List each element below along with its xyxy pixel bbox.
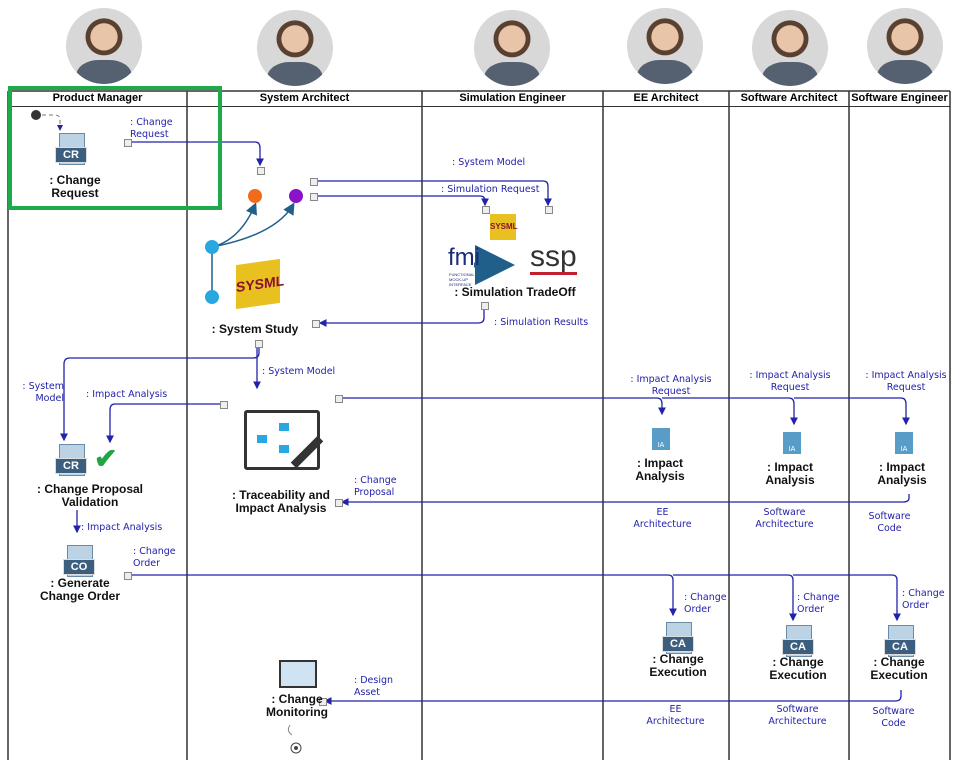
pin	[481, 302, 489, 310]
pin	[482, 206, 490, 214]
flow-label-ia-request-se: : Impact Analysis Request	[865, 370, 947, 393]
activity-impact-analysis-ee[interactable]: : Impact Analysis	[635, 456, 685, 483]
activity-change-execution-sw-arch[interactable]: : Change Execution	[769, 655, 827, 682]
lane-header-software-engineer: Software Engineer	[849, 91, 950, 107]
checkmark-icon: ✔	[94, 443, 118, 474]
highlight-frame	[8, 86, 222, 210]
sysml-logo-icon: SYSML	[236, 258, 284, 310]
impact-analysis-icon: IA	[895, 432, 913, 454]
flow-label-software-code: Software Code	[868, 511, 911, 534]
activity-generate-change-order[interactable]: : Generate Change Order	[39, 576, 120, 603]
initial-node	[31, 110, 41, 120]
flow-label-change-order-ee: : Change Order	[684, 592, 727, 615]
activity-simulation-tradeoff[interactable]: : Simulation TradeOff	[454, 285, 576, 299]
flow-label-ee-architecture-2: EE Architecture	[646, 704, 705, 727]
pin	[312, 320, 320, 328]
lane-header-product-manager: Product Manager	[8, 91, 187, 107]
avatar-simulation-engineer	[474, 10, 550, 86]
pin	[124, 139, 132, 147]
pin	[319, 698, 327, 706]
flow-label-system-model-pm: : System Model	[22, 381, 64, 404]
pin	[257, 167, 265, 175]
flow-label-software-architecture: Software Architecture	[755, 507, 814, 530]
impact-analysis-icon: IA	[783, 432, 801, 454]
activity-traceability-impact-analysis[interactable]: : Traceability and Impact Analysis	[231, 488, 331, 515]
flow-label-software-code-2: Software Code	[872, 706, 915, 729]
lane-header-system-architect: System Architect	[187, 91, 422, 107]
activity-system-study[interactable]: : System Study	[211, 322, 299, 336]
flow-label-ee-architecture: EE Architecture	[633, 507, 692, 530]
traceability-icon	[244, 410, 320, 470]
change-order-icon: CO	[63, 545, 95, 579]
lane-header-software-architect: Software Architect	[729, 91, 849, 107]
pin	[545, 206, 553, 214]
activity-impact-analysis-sw-eng[interactable]: : Impact Analysis	[877, 460, 927, 487]
flow-label-software-architecture-2: Software Architecture	[768, 704, 827, 727]
change-execution-icon: CA	[884, 625, 916, 659]
activity-impact-analysis-sw-arch[interactable]: : Impact Analysis	[765, 460, 815, 487]
flow-label-change-order-sa: : Change Order	[797, 592, 840, 615]
flow-label-impact-analysis-2: : Impact Analysis	[81, 522, 163, 533]
flow-label-change-order-se: : Change Order	[902, 588, 945, 611]
flow-label-system-model-sa: : System Model	[262, 366, 336, 377]
pin	[255, 340, 263, 348]
change-request-doc-icon: CR	[55, 444, 87, 478]
flow-label-change-order: : Change Order	[133, 546, 176, 569]
ssp-logo-icon: ssp	[530, 240, 577, 275]
fmi-logo-icon: fmi	[448, 244, 480, 271]
activity-change-execution-sw-eng[interactable]: : Change Execution	[870, 655, 928, 682]
pin	[335, 499, 343, 507]
flow-label-ia-request-sa: : Impact Analysis Request	[749, 370, 831, 393]
pin	[310, 178, 318, 186]
lane-header-simulation-engineer: Simulation Engineer	[422, 91, 603, 107]
flow-label-change-request: : Change Request	[130, 117, 173, 140]
avatar-system-architect	[257, 10, 333, 86]
pin	[124, 572, 132, 580]
flow-label-design-asset: : Design Asset	[354, 675, 394, 698]
lane-header-ee-architect: EE Architect	[603, 91, 729, 107]
flow-label-simulation-results: : Simulation Results	[494, 317, 589, 328]
change-request-icon: CR	[55, 133, 87, 167]
activity-change-request[interactable]: : Change Request	[49, 173, 101, 200]
avatar-ee-architect	[627, 8, 703, 84]
flow-label-system-model: : System Model	[452, 157, 526, 168]
flow-label-change-proposal: : Change Proposal	[354, 475, 397, 498]
flow-label-simulation-request: : Simulation Request	[441, 184, 540, 195]
avatar-software-engineer	[867, 8, 943, 84]
activity-change-monitoring[interactable]: : Change Monitoring	[266, 692, 328, 719]
avatar-product-manager	[66, 8, 142, 84]
pin	[220, 401, 228, 409]
change-execution-icon: CA	[782, 625, 814, 659]
flow-label-ia-request-ee: : Impact Analysis Request	[630, 374, 712, 397]
fmi-logo-subtext: FUNCTIONAL MOCK-UP INTERFACE	[449, 272, 475, 287]
sysml-logo-small-icon: SYSML	[490, 214, 518, 240]
activity-change-execution-ee[interactable]: : Change Execution	[649, 652, 707, 679]
pin	[310, 193, 318, 201]
impact-analysis-icon: IA	[652, 428, 670, 450]
activity-change-proposal-validation[interactable]: : Change Proposal Validation	[36, 482, 143, 509]
flow-label-impact-analysis: : Impact Analysis	[86, 389, 168, 400]
avatar-software-architect	[752, 10, 828, 86]
monitoring-icon	[279, 660, 317, 688]
change-execution-icon: CA	[662, 622, 694, 656]
pin	[335, 395, 343, 403]
